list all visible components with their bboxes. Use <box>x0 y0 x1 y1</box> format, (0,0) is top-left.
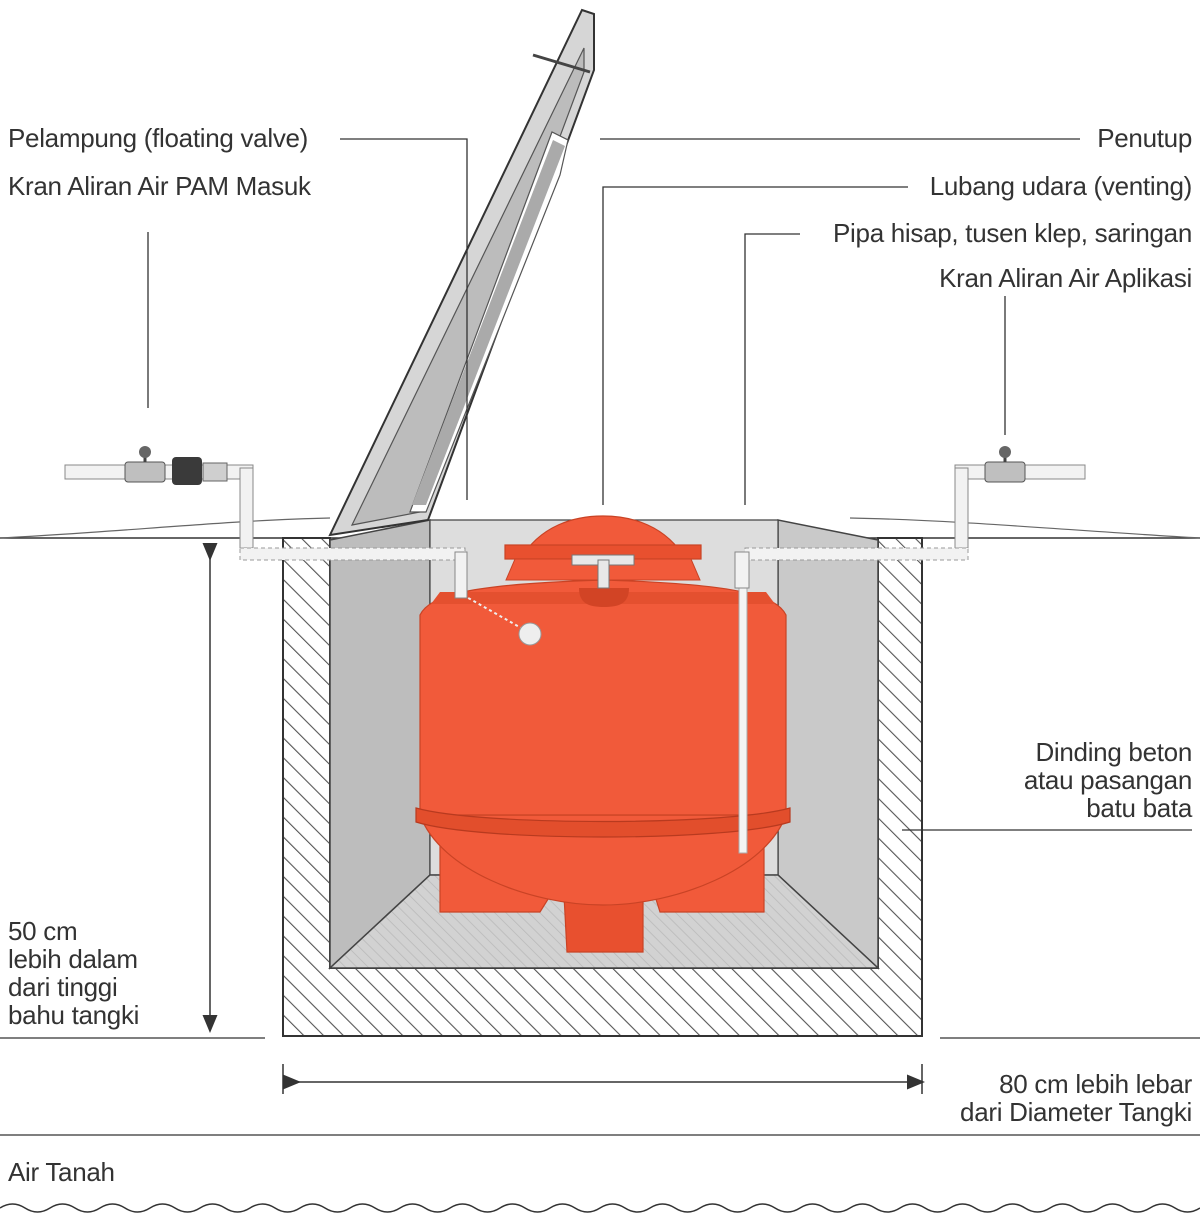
wall-label-line: Dinding beton <box>1035 737 1192 767</box>
wall-label: Dinding beton atau pasangan batu bata <box>1024 738 1192 822</box>
leader-lines <box>147 138 1192 831</box>
floating-valve-label: Pelampung (floating valve) <box>8 123 309 153</box>
outlet-tap-label: Kran Aliran Air Aplikasi <box>939 263 1192 293</box>
width-label-line: dari Diameter Tangki <box>960 1097 1192 1127</box>
inlet-tap-label: Kran Aliran Air PAM Masuk <box>8 171 311 201</box>
groundwater-label: Air Tanah <box>8 1157 115 1187</box>
width-dimension <box>282 1064 925 1094</box>
water-tank <box>415 515 791 953</box>
pipes <box>64 446 1086 599</box>
suction-pipe-label: Pipa hisap, tusen klep, saringan <box>833 218 1192 248</box>
width-label-line: 80 cm lebih lebar <box>999 1069 1192 1099</box>
vent-hole-label: Lubang udara (venting) <box>929 171 1193 201</box>
depth-label-line: bahu tangki <box>8 1000 140 1030</box>
lid-label: Penutup <box>1097 123 1192 153</box>
lid <box>328 8 595 537</box>
wall-label-line: batu bata <box>1086 793 1192 823</box>
width-label: 80 cm lebih lebar dari Diameter Tangki <box>960 1070 1192 1126</box>
depth-label-line: 50 cm <box>8 916 78 946</box>
groundwater-wave <box>0 1203 1200 1213</box>
depth-label-line: lebih dalam <box>8 944 138 974</box>
wall-label-line: atau pasangan <box>1023 765 1192 795</box>
depth-label: 50 cm lebih dalam dari tinggi bahu tangk… <box>8 917 139 1029</box>
depth-label-line: dari tinggi <box>8 972 118 1002</box>
